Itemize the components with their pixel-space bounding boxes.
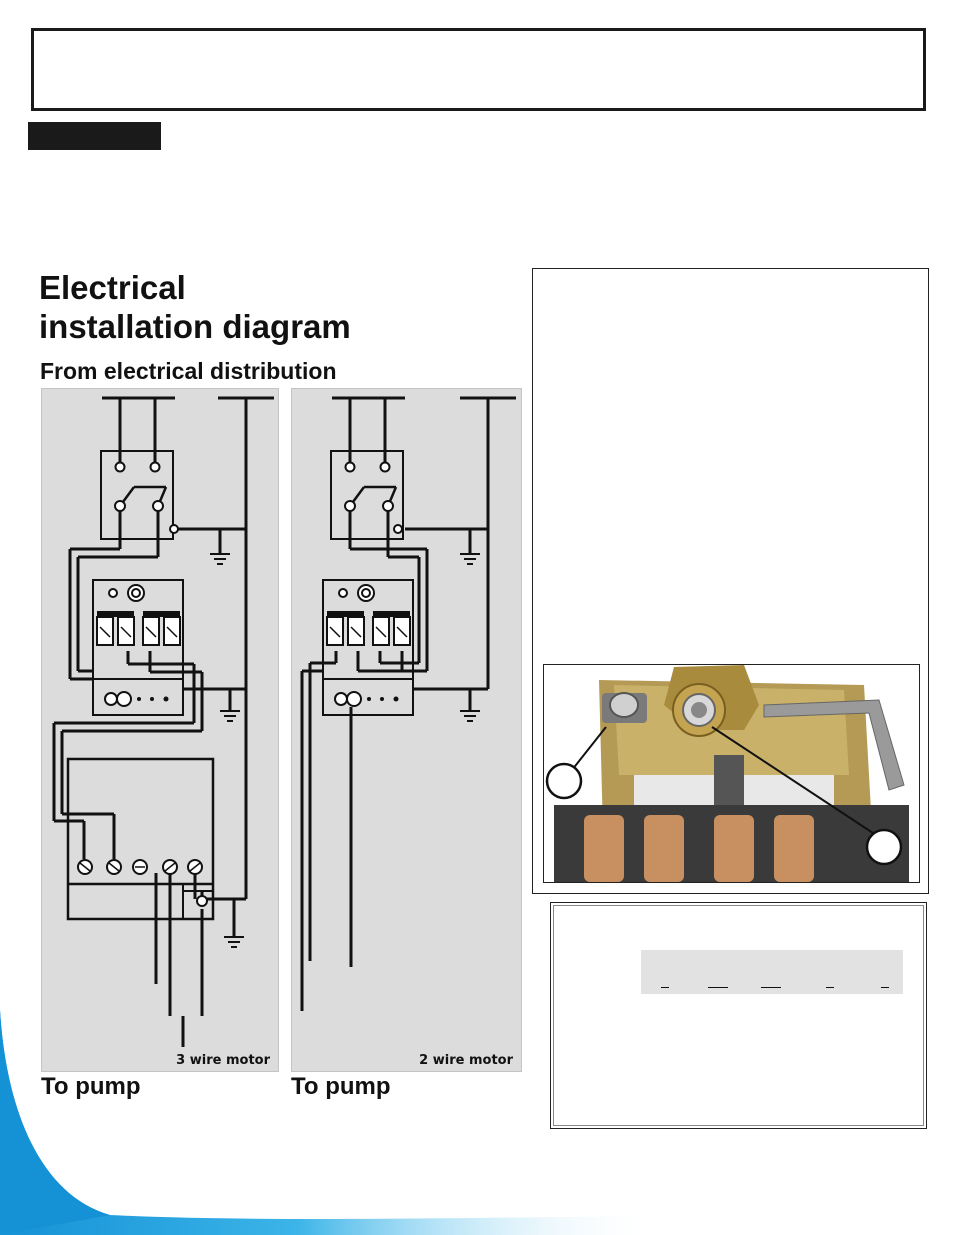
callout-1-icon <box>545 762 583 800</box>
bottom-wave-decoration <box>0 1010 660 1235</box>
to-pump-label-left: To pump <box>41 1073 141 1100</box>
wiring-diagram-3-wire <box>52 396 274 1047</box>
diagram-subtitle: From electrical distribution <box>40 358 337 384</box>
diagram-title-line-1: Electrical <box>39 269 186 306</box>
section-tag <box>28 122 161 150</box>
settings-dash-5 <box>881 986 889 988</box>
header-box <box>31 28 926 111</box>
ground-icon <box>460 553 480 722</box>
panel-caption-2-wire: 2 wire motor <box>419 1053 513 1068</box>
settings-dash-1 <box>661 986 669 988</box>
settings-value-strip <box>641 950 903 994</box>
panel-caption-3-wire: 3 wire motor <box>176 1053 270 1068</box>
ground-icon <box>210 553 244 948</box>
settings-dash-3 <box>761 986 781 988</box>
pressure-switch-photo <box>543 664 920 883</box>
diagram-title-line-2: installation diagram <box>39 308 351 345</box>
diagram-title: Electrical installation diagram <box>39 268 351 346</box>
callout-2-icon <box>865 828 903 866</box>
to-pump-label-right: To pump <box>291 1073 391 1100</box>
settings-dash-2 <box>708 986 728 988</box>
wiring-panel-2-wire: 2 wire motor <box>291 388 522 1072</box>
settings-box <box>550 902 927 1129</box>
wiring-panel-3-wire: 3 wire motor <box>41 388 279 1072</box>
settings-dash-4 <box>826 986 834 988</box>
instructions-box <box>532 268 929 894</box>
wiring-diagram-2-wire <box>300 396 516 1011</box>
